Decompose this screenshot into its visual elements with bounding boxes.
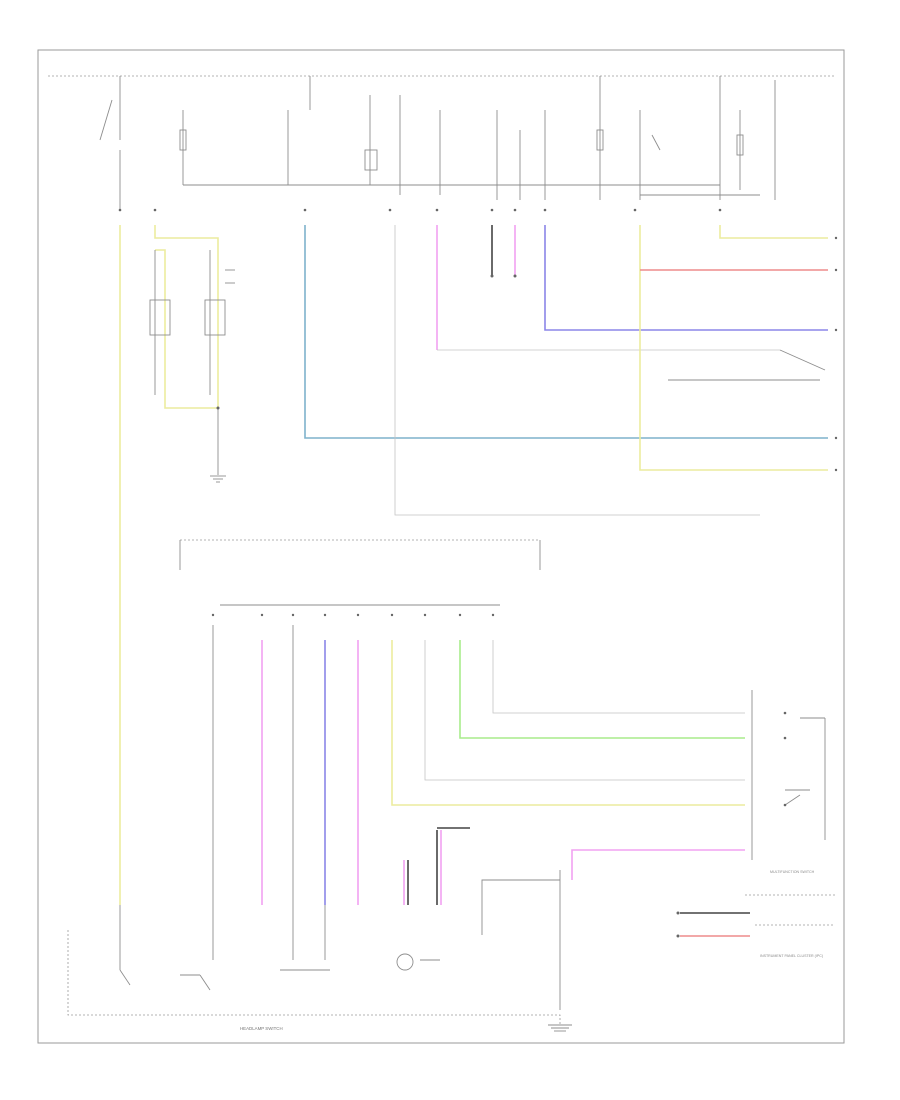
yellow-wire-top xyxy=(719,225,828,239)
blue-wire-upper xyxy=(304,225,828,439)
lower-wires xyxy=(212,625,745,1010)
green-wire xyxy=(459,640,745,739)
diagram-frame xyxy=(37,49,845,1044)
headlamp-switch xyxy=(67,905,572,1032)
headlamp-switch-label: HEADLAMP SWITCH xyxy=(240,1026,283,1031)
ipc-block xyxy=(676,911,835,938)
pink-wire-lower xyxy=(571,849,745,880)
ipc-label: INSTRUMENT PANEL CLUSTER (IPC) xyxy=(760,954,823,958)
yellow-wire-lower xyxy=(391,640,745,806)
yellow-wire-right xyxy=(639,225,828,471)
top-fuses xyxy=(99,76,776,210)
turn-signal-switch-label: MULTIFUNCTION SWITCH xyxy=(770,870,815,874)
violet-wire-upper xyxy=(544,225,828,331)
connector-row xyxy=(118,208,722,212)
upper-wires xyxy=(304,225,828,516)
left-lamp-block xyxy=(149,225,235,483)
middle-module xyxy=(179,539,541,617)
right-terminals xyxy=(834,236,838,472)
multifunction-switch-block xyxy=(745,690,835,896)
